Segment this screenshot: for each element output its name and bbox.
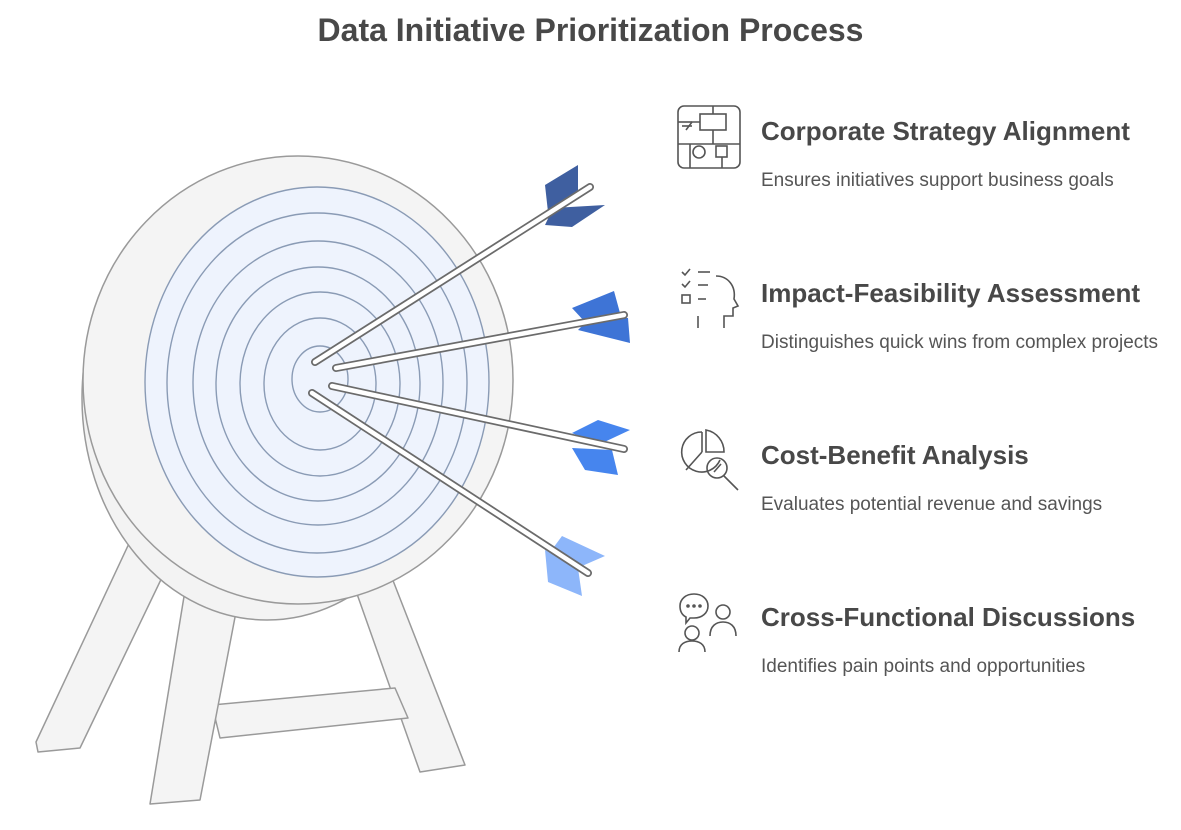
- target-stand: [35, 519, 466, 805]
- step-description: Ensures initiatives support business goa…: [761, 170, 1114, 191]
- step-cost-benefit-analysis: Cost-Benefit Analysis Evaluates potentia…: [670, 428, 1170, 558]
- head-checklist-icon: [681, 268, 740, 328]
- step-heading: Impact-Feasibility Assessment: [761, 278, 1141, 308]
- step-heading: Cost-Benefit Analysis: [761, 440, 1029, 470]
- step-corporate-strategy-alignment: Corporate Strategy Alignment Ensures ini…: [670, 104, 1170, 234]
- arrow-3: [328, 382, 630, 475]
- arrow-4: [308, 389, 605, 596]
- step-heading: Cross-Functional Discussions: [761, 602, 1136, 632]
- people-chat-icon: [678, 593, 737, 653]
- step-description: Evaluates potential revenue and savings: [761, 494, 1103, 515]
- step-heading: Corporate Strategy Alignment: [761, 116, 1130, 146]
- step-description: Distinguishes quick wins from complex pr…: [761, 332, 1159, 353]
- step-impact-feasibility-assessment: Impact-Feasibility Assessment Distinguis…: [670, 266, 1170, 396]
- diagram-title: Data Initiative Prioritization Process: [317, 12, 864, 48]
- step-cross-functional-discussions: Cross-Functional Discussions Identifies …: [670, 590, 1170, 720]
- pie-chart-magnifier-icon: [680, 429, 739, 491]
- arrow-2: [332, 291, 630, 372]
- archery-target-illustration: [35, 155, 630, 805]
- target-ring-7: [291, 345, 349, 413]
- flowchart-icon: [677, 105, 741, 169]
- step-description: Identifies pain points and opportunities: [761, 656, 1086, 677]
- arrow-1: [311, 165, 605, 366]
- target-rings: [144, 186, 490, 578]
